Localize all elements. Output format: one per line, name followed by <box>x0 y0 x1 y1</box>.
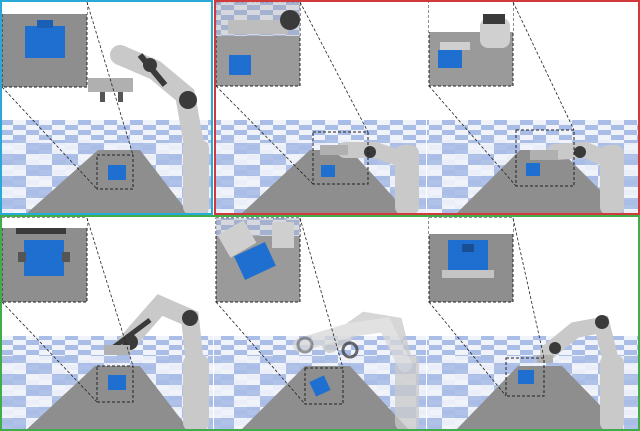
cube-icon <box>321 165 335 177</box>
cube-icon <box>25 26 65 58</box>
robot-arm-icon <box>88 45 209 215</box>
panel-2 <box>214 0 426 215</box>
gripper-icon <box>537 355 553 363</box>
panel-frame <box>214 0 640 215</box>
platform <box>455 150 625 215</box>
robot-arm-icon <box>320 142 419 215</box>
gripper-icon <box>104 345 130 355</box>
robot-arm-icon <box>293 311 419 431</box>
cube-icon <box>526 163 540 176</box>
cube-icon <box>108 375 126 390</box>
cube-icon <box>24 240 64 276</box>
panel-1 <box>0 0 213 215</box>
platform <box>25 150 190 215</box>
panel-3 <box>427 0 640 215</box>
gripper-icon <box>530 150 558 160</box>
robot-arm-icon <box>104 294 209 431</box>
robot-arm-icon <box>537 315 624 431</box>
panel-6 <box>427 216 640 431</box>
platform <box>455 366 625 431</box>
panel-frame <box>0 0 213 215</box>
panel-4 <box>0 216 213 431</box>
gripper-icon <box>88 78 133 92</box>
platform <box>240 150 410 215</box>
gripper-icon <box>320 145 348 155</box>
cube-icon <box>518 370 534 384</box>
cube-icon <box>234 242 276 280</box>
cube-icon <box>309 375 331 397</box>
panel-5 <box>214 216 426 431</box>
platform <box>240 366 410 431</box>
panel-frame <box>0 215 640 431</box>
platform <box>25 366 190 431</box>
cube-icon <box>438 50 462 68</box>
cube-icon <box>108 165 126 180</box>
cube-icon <box>229 55 251 75</box>
robot-arm-icon <box>530 141 624 215</box>
